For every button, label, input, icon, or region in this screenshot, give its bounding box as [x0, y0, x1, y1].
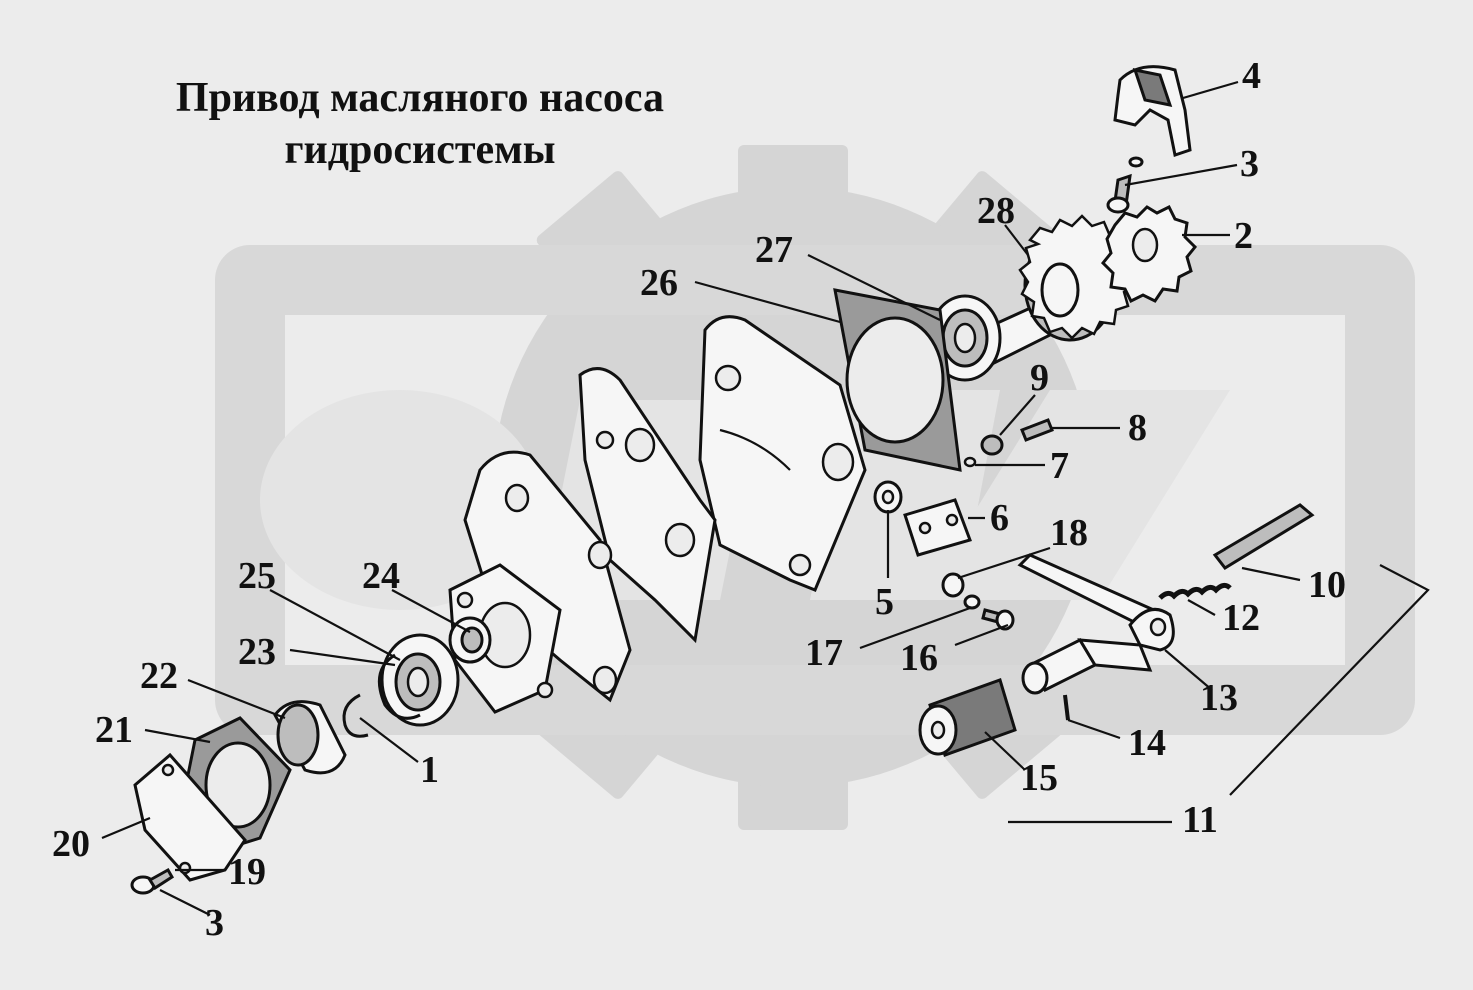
callout-13: 13	[1200, 677, 1238, 719]
callout-22: 22	[140, 655, 178, 697]
callout-20: 20	[52, 823, 90, 865]
callout-5: 5	[875, 581, 894, 623]
part-26-gasket	[833, 288, 962, 472]
part-25-bearing	[380, 633, 460, 727]
part-7-ring	[963, 456, 977, 468]
callout-3-top: 3	[1240, 143, 1259, 185]
small-parts-group	[873, 418, 1054, 631]
part-20-cover-plate	[133, 752, 247, 882]
callout-15: 15	[1020, 757, 1058, 799]
part-22-sleeve	[273, 700, 347, 775]
part-middle-plate	[578, 367, 717, 644]
callout-8: 8	[1128, 407, 1147, 449]
callout-24: 24	[362, 555, 400, 597]
callout-12: 12	[1222, 597, 1260, 639]
callout-10: 10	[1308, 564, 1346, 606]
part-6-plate	[903, 498, 972, 557]
title-line-1: Привод масляного насоса	[175, 75, 665, 121]
part-23-snap-ring	[377, 653, 421, 720]
part-18-washer	[941, 572, 965, 598]
part-27-bearing	[928, 294, 1002, 382]
part-12-spring	[1158, 582, 1232, 600]
callout-16: 16	[900, 637, 938, 679]
callout-26: 26	[640, 262, 678, 304]
callout-27: 27	[755, 229, 793, 271]
part-4-bracket	[1113, 65, 1192, 157]
group-11-bracket	[1229, 564, 1430, 796]
part-8-stud	[1020, 418, 1054, 442]
part-1-retaining-ring	[342, 693, 369, 738]
part-16-screw	[981, 608, 1015, 631]
callout-11: 11	[1182, 799, 1218, 841]
callout-7: 7	[1050, 445, 1069, 487]
part-15-roller	[918, 678, 1017, 757]
callout-6: 6	[990, 497, 1009, 539]
callout-14: 14	[1128, 722, 1166, 764]
part-housing	[698, 315, 867, 592]
callout-3-bottom: 3	[205, 902, 224, 944]
diagram-title: Привод масляного насоса гидросистемы	[60, 72, 780, 176]
callout-25: 25	[238, 555, 276, 597]
callout-28: 28	[977, 190, 1015, 232]
callout-1: 1	[420, 749, 439, 791]
callout-19: 19	[228, 851, 266, 893]
callout-numbers: 4 3 2 28 27 26 9 8 7 6 5 18 17 16 10 12 …	[52, 55, 1346, 944]
callout-9: 9	[1030, 357, 1049, 399]
part-lever-assembly	[1017, 503, 1315, 721]
callout-18: 18	[1050, 512, 1088, 554]
leader-lines	[101, 80, 1301, 916]
callout-21: 21	[95, 709, 133, 751]
part-24-bushing	[448, 616, 492, 664]
callout-17: 17	[805, 632, 843, 674]
title-line-2: гидросистемы	[284, 127, 556, 173]
part-14-pin	[1063, 694, 1070, 721]
part-9-nut	[980, 434, 1004, 456]
part-10-rod	[1212, 503, 1315, 570]
part-17-ring	[963, 594, 981, 610]
part-2-small-gear	[1100, 204, 1198, 304]
part-28-gear-shaft	[958, 214, 1136, 378]
callout-2: 2	[1234, 215, 1253, 257]
part-3-bolt-bottom	[130, 867, 175, 895]
callout-4: 4	[1242, 55, 1261, 97]
callout-23: 23	[238, 631, 276, 673]
